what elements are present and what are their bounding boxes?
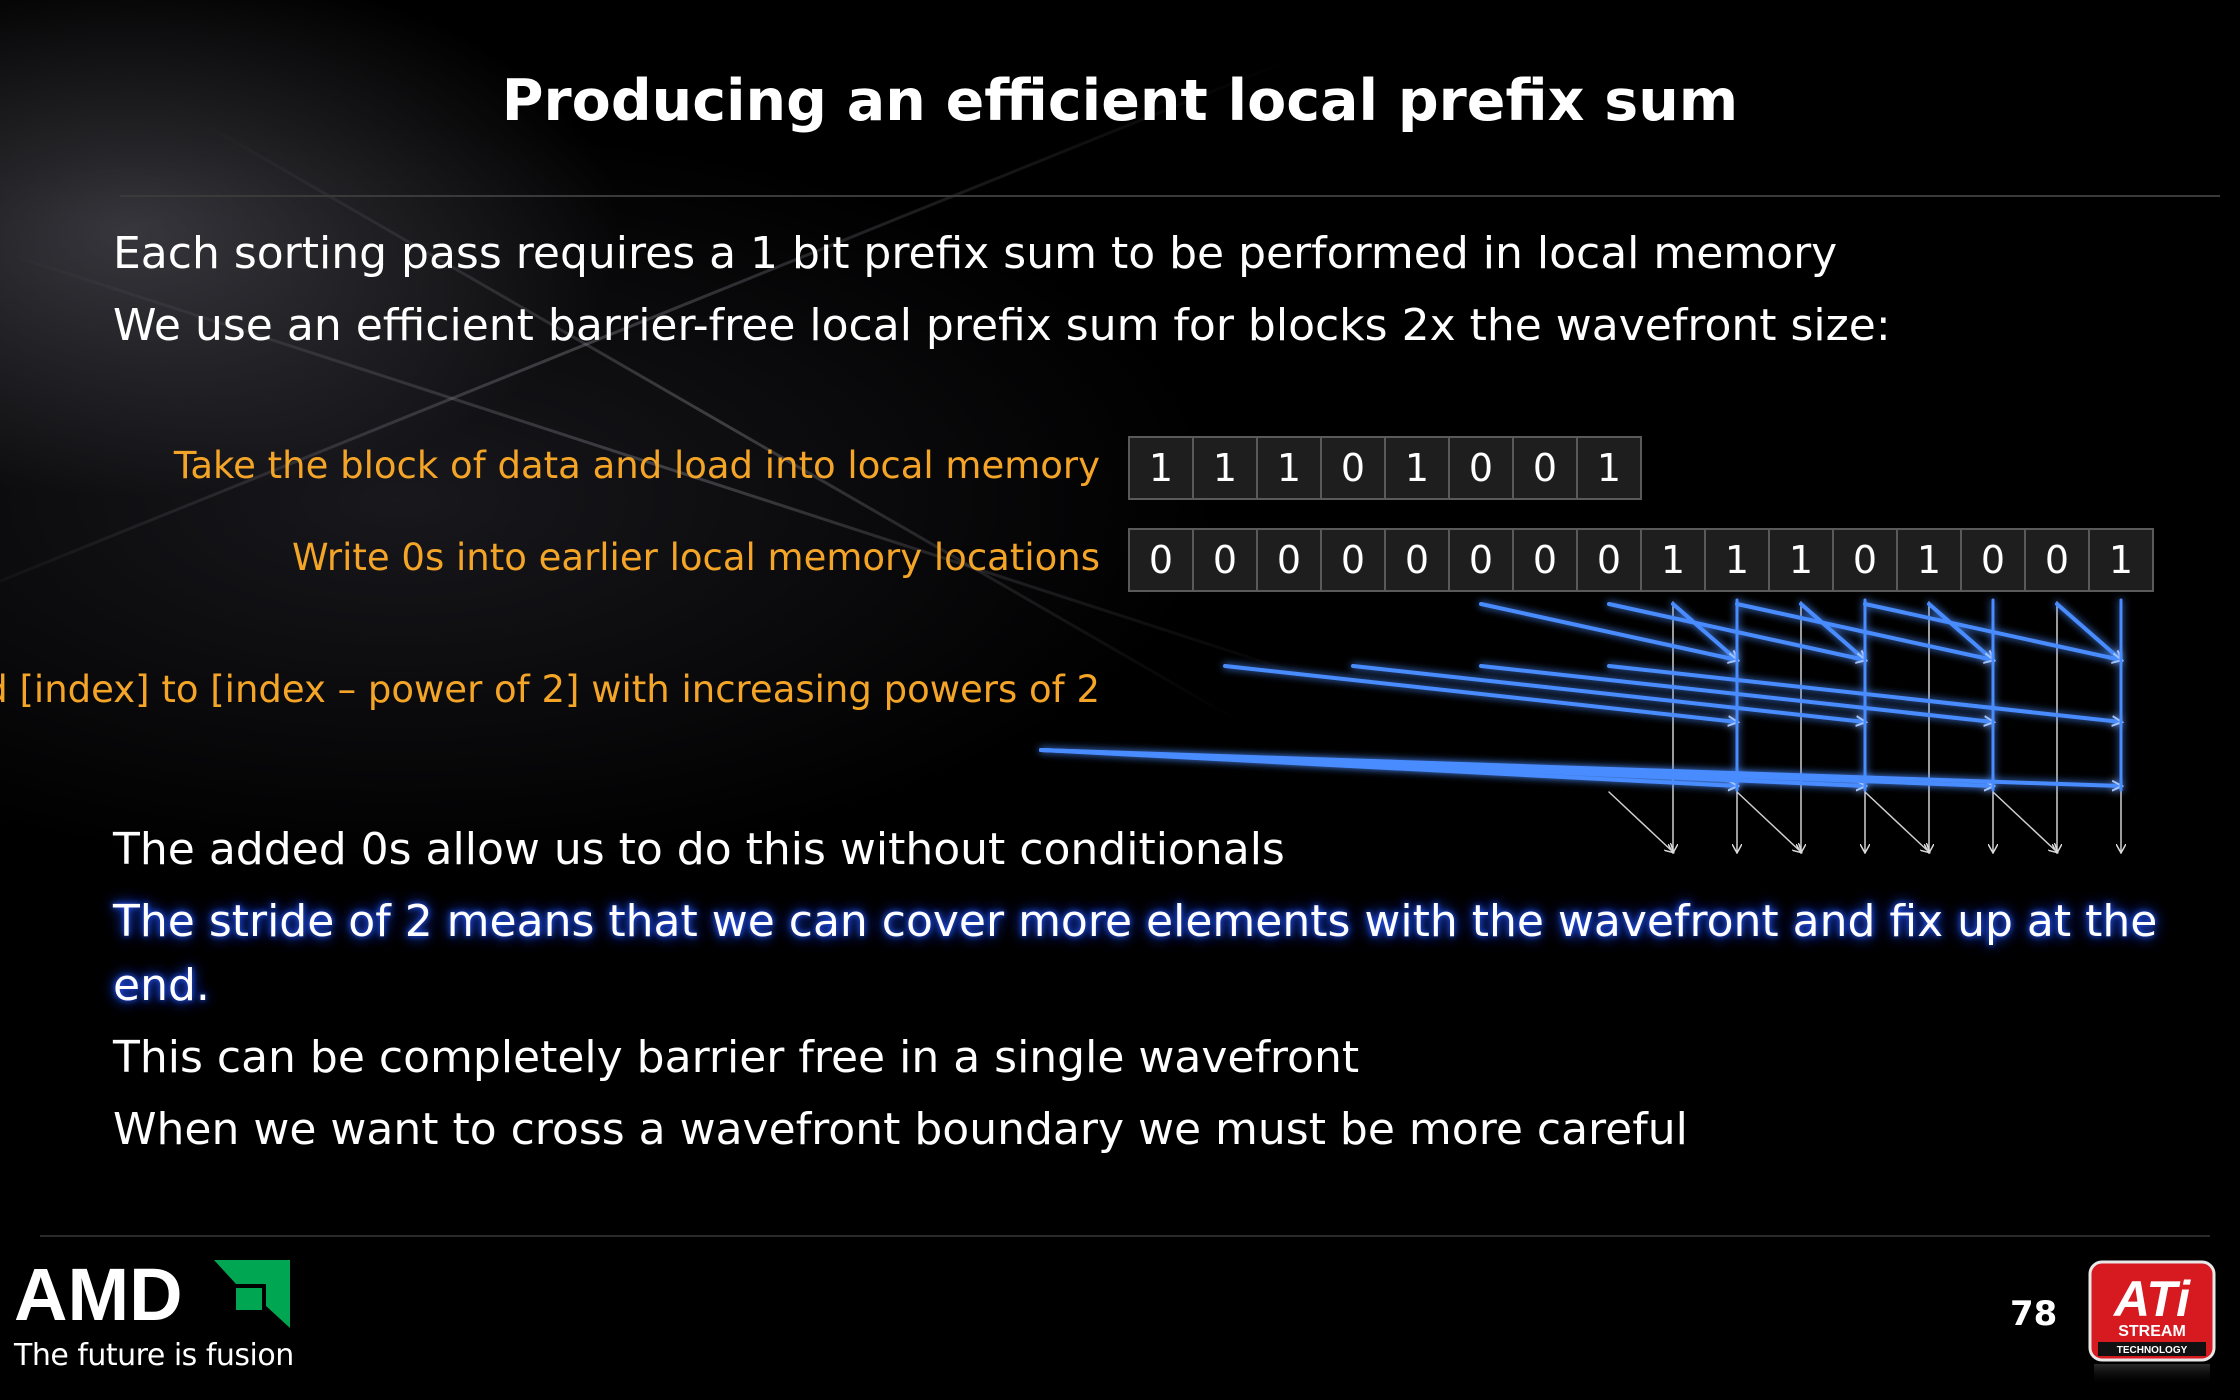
padded-cell: 0 xyxy=(1256,528,1322,592)
padded-cell: 1 xyxy=(2088,528,2154,592)
add-arrow xyxy=(1223,664,1737,722)
block-cell: 1 xyxy=(1192,436,1258,500)
title-divider xyxy=(120,195,2220,197)
page-number: 78 xyxy=(2010,1294,2058,1334)
ati-logo-text: ATi xyxy=(2112,1271,2191,1327)
slide-title: Producing an efficient local prefix sum xyxy=(501,68,1739,134)
padded-cell: 0 xyxy=(1192,528,1258,592)
padded-cell: 0 xyxy=(1960,528,2026,592)
ati-stream-logo: ATi STREAM TECHNOLOGY xyxy=(2088,1260,2216,1386)
add-arrow xyxy=(1351,664,1865,722)
bottom-line-2: The stride of 2 means that we can cover … xyxy=(113,896,2158,947)
add-arrow xyxy=(1927,602,1993,660)
intro-line-1: Each sorting pass requires a 1 bit prefi… xyxy=(113,228,1838,279)
intro-line-2: We use an efficient barrier-free local p… xyxy=(113,300,1891,351)
add-arrow xyxy=(1671,602,1737,660)
padded-cell: 1 xyxy=(1704,528,1770,592)
bottom-line-5: When we want to cross a wavefront bounda… xyxy=(113,1104,1688,1155)
block-cell: 0 xyxy=(1320,436,1386,500)
padded-cell: 0 xyxy=(1128,528,1194,592)
bottom-line-1: The added 0s allow us to do this without… xyxy=(113,824,1285,875)
amd-tagline: The future is fusion xyxy=(14,1338,294,1373)
fixup-arrow xyxy=(1608,791,1673,852)
footer-divider xyxy=(40,1235,2210,1237)
amd-logo-text: AMD xyxy=(14,1258,183,1330)
padded-cell: 0 xyxy=(1512,528,1578,592)
block-cell: 1 xyxy=(1384,436,1450,500)
glowing-arrows xyxy=(1039,598,2121,790)
prefix-sum-arrows xyxy=(1039,598,2240,880)
add-arrow xyxy=(1039,748,2121,786)
padded-cell: 1 xyxy=(1640,528,1706,592)
block-cell: 0 xyxy=(1448,436,1514,500)
step3-label: Add [index] to [index – power of 2] with… xyxy=(0,668,1100,711)
bottom-line-4: This can be completely barrier free in a… xyxy=(113,1032,1360,1083)
padded-cell: 0 xyxy=(1448,528,1514,592)
ati-technology-text: TECHNOLOGY xyxy=(2117,1345,2188,1356)
amd-logo: AMD xyxy=(14,1258,290,1330)
bottom-line-3: end. xyxy=(113,960,210,1011)
add-arrow xyxy=(1479,602,1737,660)
fixup-arrow xyxy=(1736,791,1801,852)
padded-cell: 0 xyxy=(1384,528,1450,592)
add-arrow xyxy=(1799,602,1865,660)
amd-arrow-icon xyxy=(214,1260,290,1328)
padded-cell: 0 xyxy=(1320,528,1386,592)
block-cell: 1 xyxy=(1576,436,1642,500)
padded-cell: 0 xyxy=(1576,528,1642,592)
padded-cell: 0 xyxy=(1832,528,1898,592)
padded-cell: 0 xyxy=(2024,528,2090,592)
padded-cell: 1 xyxy=(1768,528,1834,592)
block-cell: 0 xyxy=(1512,436,1578,500)
step1-label: Take the block of data and load into loc… xyxy=(173,444,1100,487)
fixup-arrow xyxy=(1992,791,2057,852)
step2-label: Write 0s into earlier local memory locat… xyxy=(291,536,1100,579)
fixup-arrow xyxy=(1864,791,1929,852)
add-arrow xyxy=(2055,602,2121,660)
ati-stream-text: STREAM xyxy=(2118,1323,2186,1340)
